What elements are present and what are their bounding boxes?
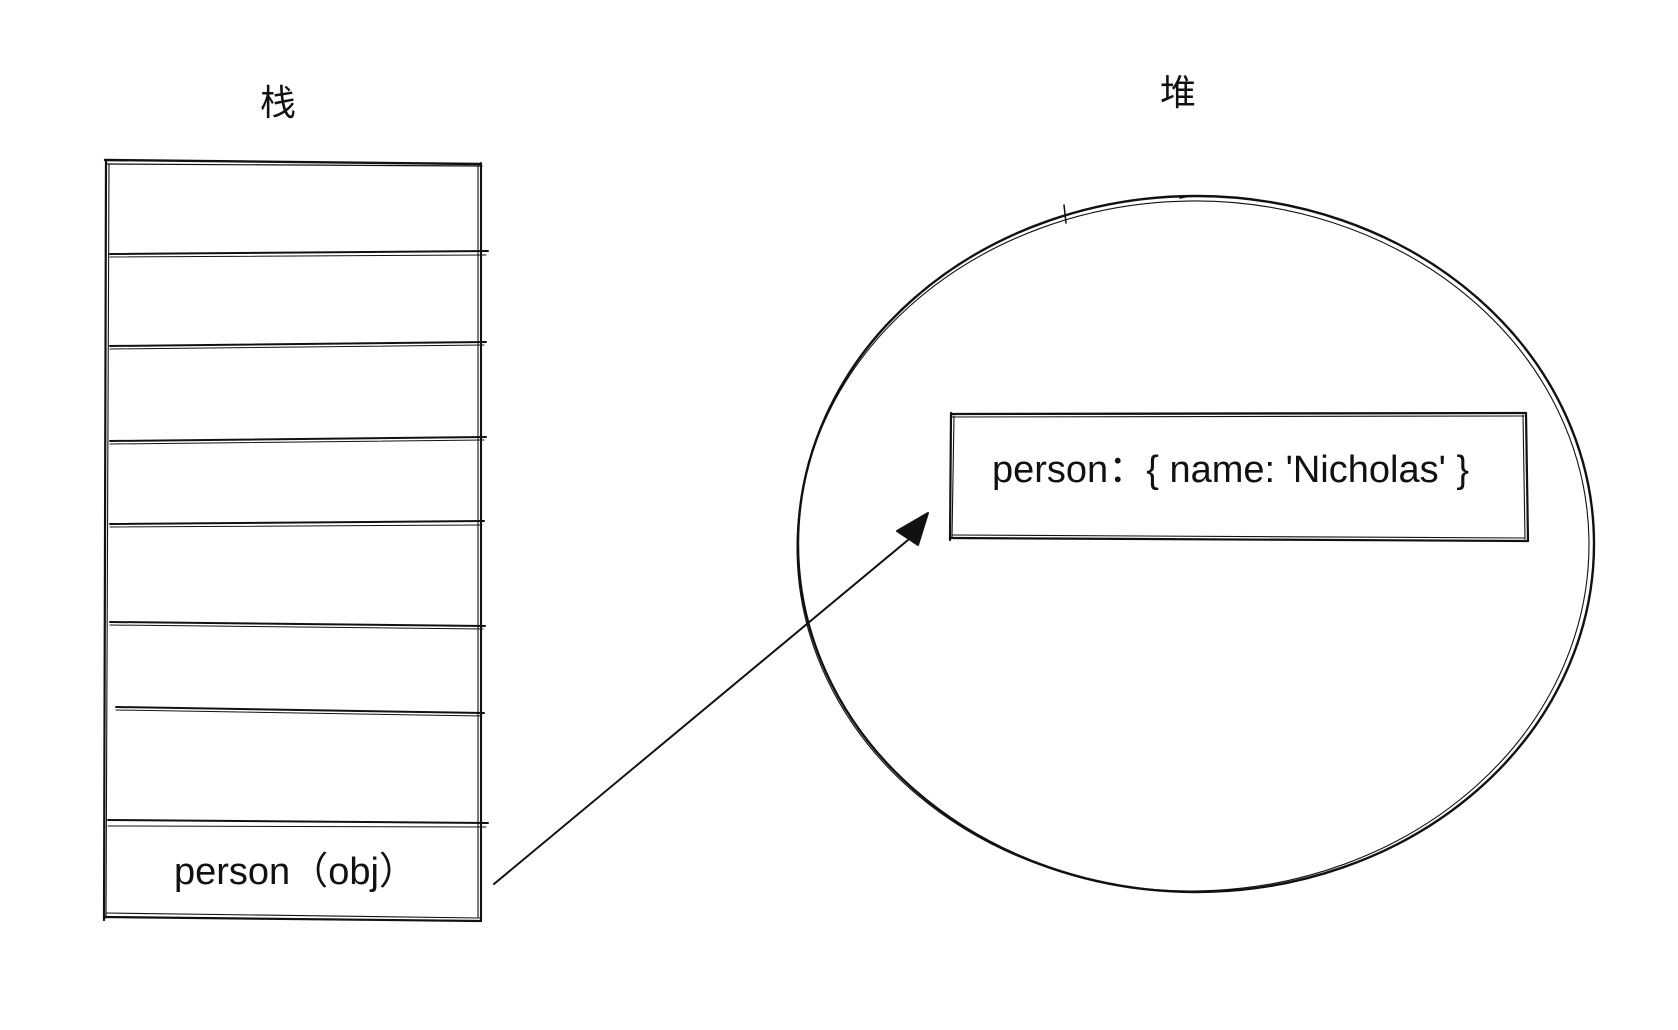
reference-arrow	[493, 539, 909, 885]
heap-title: 堆	[1160, 73, 1197, 114]
stack-divider	[109, 624, 484, 630]
heap-object-box	[948, 411, 1530, 543]
stack-dividers	[107, 250, 489, 828]
stack-frame	[102, 158, 483, 923]
stack-divider	[107, 825, 487, 828]
heap-ellipse	[796, 194, 1596, 894]
stack-divider	[115, 709, 483, 717]
stack-divider	[109, 254, 487, 258]
stack-divider	[109, 341, 487, 347]
stack-divider	[109, 524, 483, 528]
stack-divider	[107, 819, 489, 824]
stack-cell-label: person（obj）	[174, 851, 417, 893]
stack-divider	[109, 520, 485, 525]
stack-divider	[109, 436, 487, 442]
heap-object-label: person：{ name: 'Nicholas' }	[992, 449, 1470, 491]
stack-divider	[109, 621, 486, 627]
arrowhead-icon	[896, 512, 929, 546]
stack-divider	[109, 344, 485, 350]
stack-divider	[115, 706, 485, 714]
stack-title: 栈	[260, 83, 297, 124]
stack-divider	[109, 250, 489, 255]
stack-divider	[109, 439, 485, 445]
